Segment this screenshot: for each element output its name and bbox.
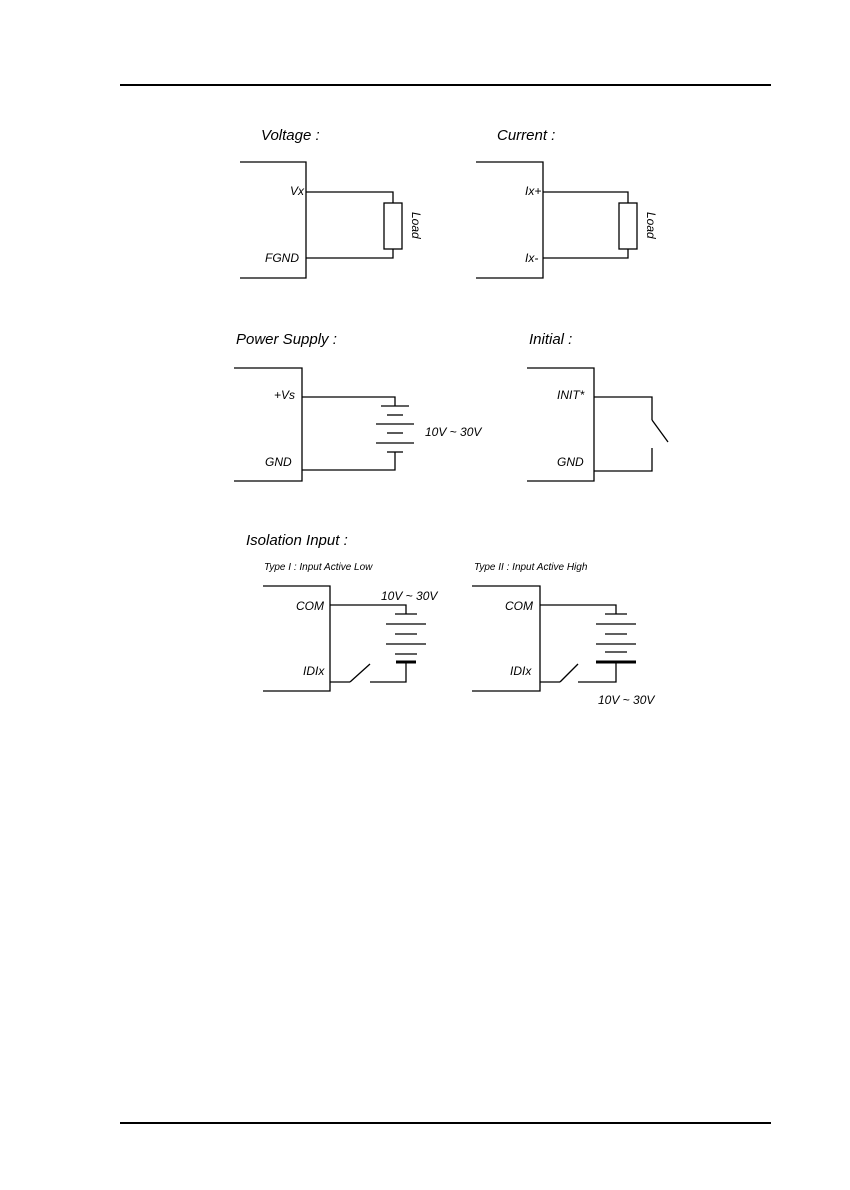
isolation-type1-diagram: Type I : Input Active Low COM IDIx 10V ~… [263, 562, 438, 691]
initial-switch [652, 420, 668, 442]
type1-battery-symbol [386, 614, 426, 662]
power-title: Power Supply : [236, 331, 337, 348]
power-battery-symbol [376, 406, 414, 452]
power-pin-gnd: GND [265, 455, 292, 469]
type1-pin-com: COM [296, 599, 324, 613]
type2-wire-top [540, 605, 616, 614]
voltage-diagram: Voltage : Vx FGND Load [240, 127, 423, 278]
current-title: Current : [497, 127, 555, 144]
initial-wire-bottom [594, 448, 652, 471]
type2-pin-idix: IDIx [510, 664, 532, 678]
current-diagram: Current : Ix+ Ix- Load [476, 127, 658, 278]
voltage-title: Voltage : [261, 127, 320, 144]
type2-battery-symbol [596, 614, 636, 662]
type1-voltage-range: 10V ~ 30V [381, 589, 438, 603]
current-wire-top [543, 192, 628, 203]
initial-pin-init: INIT* [557, 388, 585, 402]
voltage-pin-vx: Vx [290, 184, 305, 198]
voltage-load-label: Load [409, 212, 423, 239]
power-wire-bottom [302, 452, 395, 470]
power-wire-top [302, 397, 395, 406]
current-pin-ix-plus: Ix+ [525, 184, 541, 198]
current-load-label: Load [644, 212, 658, 239]
type1-subtitle: Type I : Input Active Low [264, 562, 373, 573]
power-voltage-range: 10V ~ 30V [425, 425, 482, 439]
isolation-title: Isolation Input : [246, 532, 348, 549]
type1-wire-top [330, 605, 406, 614]
type1-switch [350, 664, 370, 682]
voltage-wire-top [306, 192, 393, 203]
type2-wire-bottom-right [578, 662, 616, 682]
initial-title: Initial : [529, 331, 572, 348]
initial-diagram: Initial : INIT* GND [527, 331, 668, 481]
power-supply-diagram: Power Supply : +Vs GND 10V ~ 30V [234, 331, 482, 481]
type1-wire-bottom-right [370, 662, 406, 682]
type2-voltage-range: 10V ~ 30V [598, 693, 655, 707]
type1-pin-idix: IDIx [303, 664, 325, 678]
power-pin-vs: +Vs [274, 388, 295, 402]
voltage-load-resistor [384, 203, 402, 249]
initial-wire-top [594, 397, 652, 420]
type2-subtitle: Type II : Input Active High [474, 562, 588, 573]
initial-pin-gnd: GND [557, 455, 584, 469]
voltage-wire-bottom [306, 249, 393, 258]
voltage-pin-fgnd: FGND [265, 251, 299, 265]
isolation-type2-diagram: Type II : Input Active High COM IDIx 10V… [472, 562, 655, 707]
current-wire-bottom [543, 249, 628, 258]
type2-switch [560, 664, 578, 682]
type2-pin-com: COM [505, 599, 533, 613]
current-pin-ix-minus: Ix- [525, 251, 538, 265]
current-load-resistor [619, 203, 637, 249]
